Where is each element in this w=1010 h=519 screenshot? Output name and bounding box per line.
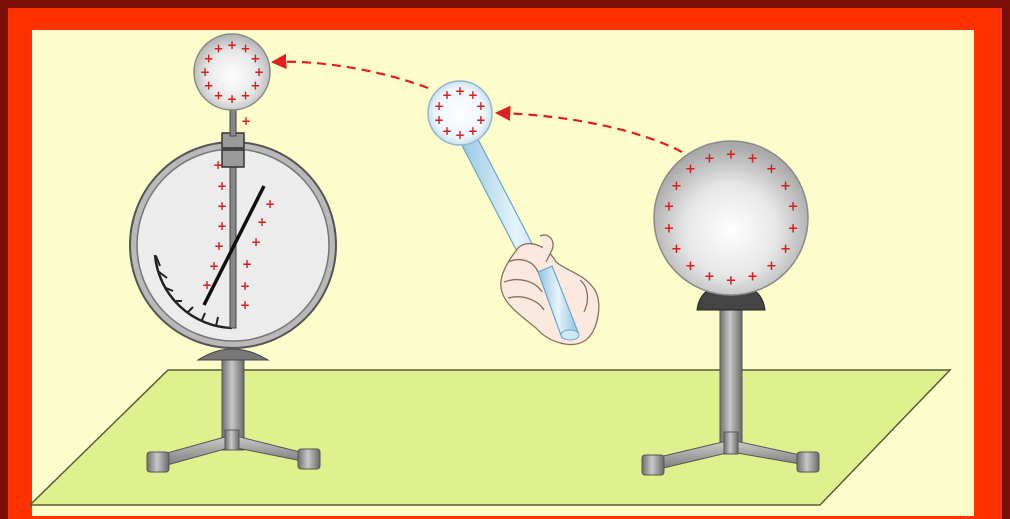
rod-charge: + <box>241 114 251 128</box>
sphere-charge: + <box>766 162 777 177</box>
electroscope-top-charge: + <box>227 92 237 106</box>
electroscope-top-charge: + <box>204 52 214 66</box>
needle-charge: + <box>240 298 250 312</box>
table-surface <box>28 369 952 506</box>
electroscope-top-charge: + <box>250 79 260 93</box>
sphere-charge: + <box>788 200 799 215</box>
sphere-charge: + <box>685 259 696 274</box>
charged-sphere-icon <box>653 140 809 296</box>
sphere-charge: + <box>780 179 791 194</box>
electroscope-icon <box>129 107 337 349</box>
sphere-charge: + <box>788 221 799 236</box>
needle-charge: + <box>242 257 252 271</box>
probe-charge: + <box>468 124 478 138</box>
sphere-charge: + <box>780 242 791 257</box>
probe-charge: + <box>476 113 486 127</box>
sphere-charge: + <box>766 259 777 274</box>
rod-charge: + <box>213 158 223 172</box>
sphere-charge: + <box>671 179 682 194</box>
sphere-charge: + <box>685 162 696 177</box>
probe-charge: + <box>434 99 444 113</box>
sphere-charge: + <box>726 148 737 163</box>
needle-charge: + <box>257 215 267 229</box>
sphere-charge: + <box>664 200 675 215</box>
electroscope-top-charge: + <box>250 52 260 66</box>
probe-charge: + <box>468 88 478 102</box>
probe-charge: + <box>455 128 465 142</box>
needle-charge: + <box>265 197 275 211</box>
rod-charge: + <box>214 239 224 253</box>
needle-charge: + <box>240 279 250 293</box>
transfer-arrow-probe-to-electroscope <box>270 53 429 90</box>
probe-charge: + <box>476 99 486 113</box>
sphere-charge: + <box>664 221 675 236</box>
electroscope-top-charge: + <box>200 65 210 79</box>
sphere-charge: + <box>747 270 758 285</box>
rod-charge: + <box>217 219 227 233</box>
electroscope-top-charge: + <box>240 88 250 102</box>
sphere-charge: + <box>704 151 715 166</box>
probe-charge: + <box>455 84 465 98</box>
sphere-charge: + <box>747 151 758 166</box>
probe-charge: + <box>434 113 444 127</box>
probe-charge: + <box>442 124 452 138</box>
charge-marks: ++++++++++++++++++++++++++++++++++++++++… <box>200 38 799 312</box>
electroscope-top-charge: + <box>227 38 237 52</box>
electroscope-top-charge: + <box>254 65 264 79</box>
electroscope-top-charge: + <box>240 42 250 56</box>
probe-charge: + <box>442 88 452 102</box>
sphere-charge: + <box>704 270 715 285</box>
electroscope-top-charge: + <box>213 88 223 102</box>
electroscope-top-charge: + <box>213 42 223 56</box>
sphere-charge: + <box>726 274 737 289</box>
rod-charge: + <box>202 278 212 292</box>
electroscope-needle <box>202 185 266 306</box>
electroscope-scale <box>153 254 233 330</box>
rod-charge: + <box>217 179 227 193</box>
electroscope-stand <box>146 348 321 473</box>
electroscope-top-sphere <box>193 33 271 111</box>
needle-charge: + <box>251 235 261 249</box>
transfer-arrow-sphere-to-probe <box>494 105 683 153</box>
rod-charge: + <box>217 199 227 213</box>
sphere-charge: + <box>671 242 682 257</box>
rod-charge: + <box>209 259 219 273</box>
electroscope-top-charge: + <box>204 79 214 93</box>
